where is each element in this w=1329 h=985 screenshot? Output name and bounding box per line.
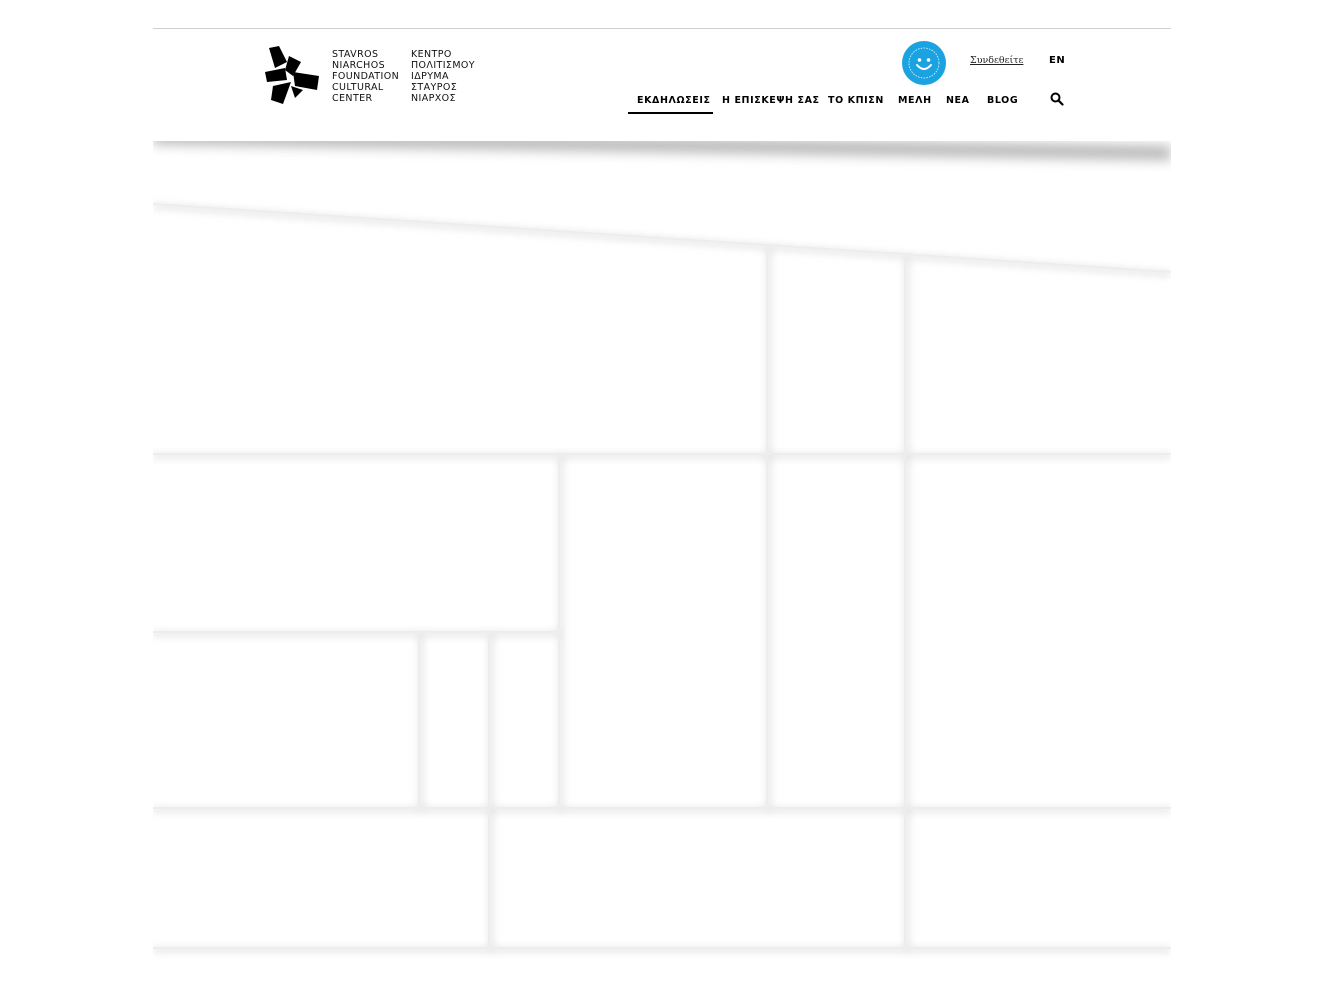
search-icon[interactable] <box>1050 92 1064 106</box>
brand-name-gr: ΚΕΝΤΡΟ ΠΟΛΙΤΙΣΜΟΥ ΙΔΡΥΜΑ ΣΤΑΥΡΟΣ ΝΙΑΡΧΟΣ <box>411 49 475 104</box>
brand-name-en-line: FOUNDATION <box>332 71 400 82</box>
login-link[interactable]: Συνδεθείτε <box>970 55 1024 66</box>
membership-badge[interactable] <box>902 41 946 85</box>
brand-name-gr-line: ΝΙΑΡΧΟΣ <box>411 93 456 104</box>
language-switch[interactable]: EN <box>1049 55 1066 66</box>
brand-name-en-line: CULTURAL <box>332 82 384 93</box>
smiley-icon <box>908 47 940 79</box>
nav-item-members[interactable]: ΜΕΛΗ <box>898 95 932 106</box>
brand-name-en-line: CENTER <box>332 93 373 104</box>
brand-name-en: STAVROS NIARCHOS FOUNDATION CULTURAL CEN… <box>332 49 399 104</box>
brand-name-gr-line: ΣΤΑΥΡΟΣ <box>411 82 458 93</box>
brand-name-gr-line: ΙΔΡΥΜΑ <box>411 71 449 82</box>
brand-name-gr-line: ΚΕΝΤΡΟ <box>411 49 452 60</box>
active-tab-indicator <box>628 112 713 114</box>
nav-item-snfcc[interactable]: ΤΟ ΚΠΙΣΝ <box>828 95 884 106</box>
nav-item-news[interactable]: ΝΕΑ <box>946 95 970 106</box>
snfcc-logo-icon[interactable] <box>265 46 321 106</box>
brand-name-en-line: STAVROS <box>332 49 379 60</box>
nav-item-events[interactable]: ΕΚΔΗΛΩΣΕΙΣ <box>637 95 711 106</box>
nav-item-your-visit[interactable]: Η ΕΠΙΣΚΕΨΗ ΣΑΣ <box>722 95 820 106</box>
site-header: STAVROS NIARCHOS FOUNDATION CULTURAL CEN… <box>153 28 1171 141</box>
page: STAVROS NIARCHOS FOUNDATION CULTURAL CEN… <box>153 28 1171 985</box>
loading-skeleton <box>153 203 1171 952</box>
brand-name-gr-line: ΠΟΛΙΤΙΣΜΟΥ <box>411 60 476 71</box>
nav-item-blog[interactable]: BLOG <box>987 95 1019 106</box>
brand-name-en-line: NIARCHOS <box>332 60 386 71</box>
